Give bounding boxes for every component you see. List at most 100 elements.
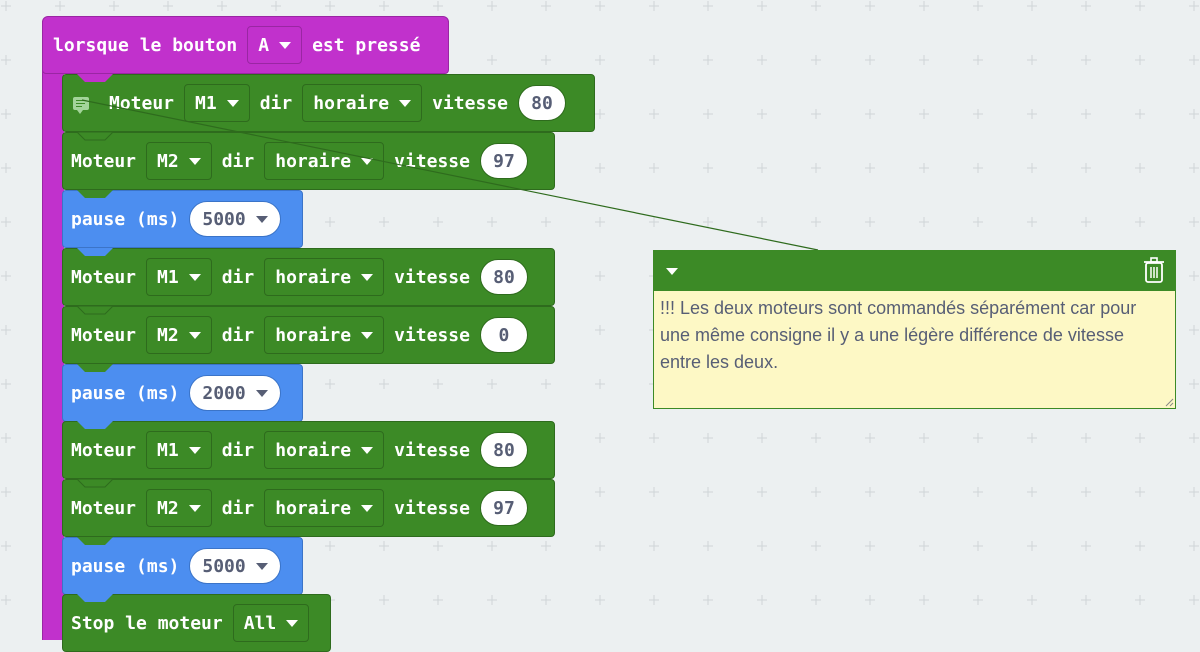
chevron-down-icon [361, 446, 374, 454]
trash-icon[interactable] [1143, 256, 1165, 284]
motor-label: Moteur [71, 439, 137, 461]
motor-dropdown[interactable]: All [232, 604, 310, 642]
event-block-spine [42, 60, 64, 640]
direction-value: horaire [275, 439, 352, 461]
motor-dropdown[interactable]: M2 [146, 142, 212, 180]
chevron-down-icon [188, 273, 201, 281]
direction-value: horaire [313, 92, 390, 114]
direction-dropdown[interactable]: horaire [264, 258, 385, 296]
chevron-down-icon [188, 504, 201, 512]
speed-label: vitesse [394, 324, 470, 346]
direction-value: horaire [275, 150, 352, 172]
direction-value: horaire [275, 497, 352, 519]
motor-label: Moteur [71, 150, 137, 172]
pause-label: pause (ms) [71, 208, 180, 230]
chevron-down-icon [188, 446, 201, 454]
pause-duration-dropdown[interactable]: 5000 [189, 548, 281, 584]
dir-label: dir [221, 324, 255, 346]
pause-block[interactable]: pause (ms) 5000 [62, 537, 303, 595]
speed-label: vitesse [394, 150, 470, 172]
chevron-down-icon [361, 331, 374, 339]
direction-value: horaire [275, 324, 352, 346]
motor-dropdown[interactable]: M1 [146, 431, 212, 469]
chevron-down-icon [286, 619, 299, 627]
motor-block[interactable]: Moteur M2 dir horaire vitesse 97 [62, 132, 555, 190]
pause-block[interactable]: pause (ms) 5000 [62, 190, 303, 248]
pause-value: 5000 [202, 208, 246, 230]
chevron-down-icon [255, 562, 268, 570]
speed-input[interactable]: 97 [479, 490, 528, 526]
event-suffix-label: est pressé [312, 34, 421, 56]
direction-dropdown[interactable]: horaire [264, 142, 385, 180]
button-value: A [258, 34, 270, 56]
comment-textarea[interactable]: !!! Les deux moteurs sont commandés sépa… [660, 298, 1142, 372]
block-notch [77, 479, 113, 488]
motor-value: M2 [157, 497, 179, 519]
dir-label: dir [221, 439, 255, 461]
motor-dropdown[interactable]: M1 [184, 84, 250, 122]
block-notch [77, 364, 113, 372]
chevron-down-icon [399, 99, 412, 107]
motor-value: M1 [195, 92, 217, 114]
chevron-down-icon [255, 389, 268, 397]
direction-dropdown[interactable]: horaire [302, 84, 423, 122]
motor-dropdown[interactable]: M2 [146, 316, 212, 354]
speed-input[interactable]: 80 [479, 259, 528, 295]
chevron-down-icon [361, 273, 374, 281]
motor-block[interactable]: Moteur M1 dir horaire vitesse 80 [62, 421, 555, 479]
chevron-down-icon [361, 504, 374, 512]
motor-label: Moteur [71, 497, 137, 519]
direction-dropdown[interactable]: horaire [264, 489, 385, 527]
motor-dropdown[interactable]: M1 [146, 258, 212, 296]
motor-dropdown[interactable]: M2 [146, 489, 212, 527]
pause-value: 2000 [202, 382, 246, 404]
speed-label: vitesse [432, 92, 508, 114]
motor-label: Moteur [109, 92, 175, 114]
chevron-down-icon [188, 331, 201, 339]
speed-input[interactable]: 97 [479, 143, 528, 179]
block-notch [77, 306, 113, 315]
motor-block[interactable]: Moteur M1 dir horaire vitesse 80 [62, 74, 595, 132]
speed-label: vitesse [394, 439, 470, 461]
chevron-down-icon [226, 99, 239, 107]
speed-input[interactable]: 80 [517, 85, 566, 121]
comment-header[interactable] [654, 251, 1175, 291]
dir-label: dir [259, 92, 293, 114]
speed-label: vitesse [394, 497, 470, 519]
motor-label: Moteur [71, 324, 137, 346]
motor-block[interactable]: Moteur M2 dir horaire vitesse 0 [62, 306, 555, 364]
motor-value: All [243, 612, 277, 634]
pause-label: pause (ms) [71, 555, 180, 577]
direction-value: horaire [275, 266, 352, 288]
block-notch [77, 190, 113, 198]
pause-block[interactable]: pause (ms) 2000 [62, 364, 303, 422]
chevron-down-icon [255, 215, 268, 223]
speed-input[interactable]: 80 [479, 432, 528, 468]
motor-value: M1 [157, 439, 179, 461]
resize-handle-icon[interactable] [1164, 397, 1174, 407]
motor-label: Moteur [71, 266, 137, 288]
collapse-caret-icon[interactable] [666, 268, 678, 275]
pause-duration-dropdown[interactable]: 2000 [189, 375, 281, 411]
block-notch [77, 74, 113, 82]
comment-icon[interactable] [73, 96, 89, 114]
dir-label: dir [221, 497, 255, 519]
direction-dropdown[interactable]: horaire [264, 316, 385, 354]
block-comment[interactable]: !!! Les deux moteurs sont commandés sépa… [653, 250, 1176, 409]
direction-dropdown[interactable]: horaire [264, 431, 385, 469]
pause-duration-dropdown[interactable]: 5000 [189, 201, 281, 237]
on-button-pressed-block[interactable]: lorsque le bouton A est pressé [42, 16, 449, 74]
motor-value: M2 [157, 324, 179, 346]
motor-block[interactable]: Moteur M1 dir horaire vitesse 80 [62, 248, 555, 306]
block-notch [77, 248, 113, 256]
button-dropdown[interactable]: A [247, 26, 303, 64]
motor-value: M1 [157, 266, 179, 288]
motor-block[interactable]: Moteur M2 dir horaire vitesse 97 [62, 479, 555, 537]
speed-input[interactable]: 0 [479, 317, 528, 353]
block-notch [77, 594, 113, 602]
block-notch [77, 421, 113, 429]
dir-label: dir [221, 150, 255, 172]
stop-motor-block[interactable]: Stop le moteur All [62, 594, 331, 652]
dir-label: dir [221, 266, 255, 288]
pause-label: pause (ms) [71, 382, 180, 404]
